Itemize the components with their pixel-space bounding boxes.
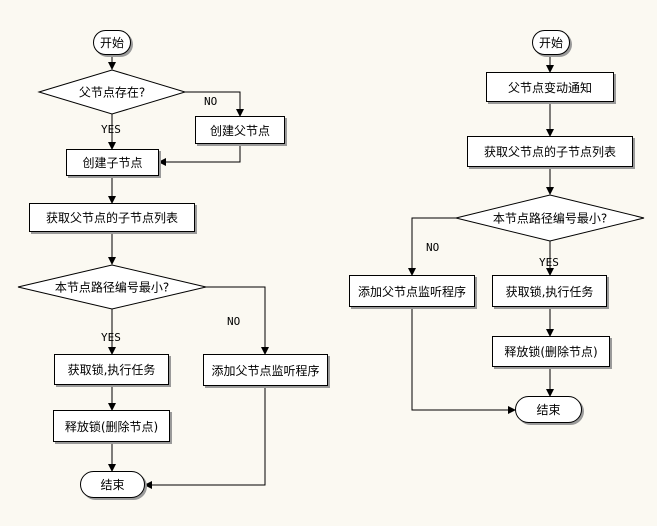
left-start-node: 开始 [93,30,131,55]
left-yes-label-1: YES [101,123,121,136]
left-end-node: 结束 [80,471,145,498]
left-no-label-2: NO [227,315,241,328]
right-end-node: 结束 [515,396,582,423]
left-get-children-node: 获取父节点的子节点列表 [29,203,195,232]
left-release-lock-node: 释放锁(删除节点) [53,410,170,442]
edge-right-add-watcher-to-end [411,307,516,414]
right-release-lock-node: 释放锁(删除节点) [492,336,610,367]
right-no-label: NO [426,241,440,254]
left-create-parent-node: 创建父节点 [195,116,285,144]
left-add-watcher-node: 添加父节点监听程序 [203,354,328,386]
left-decision-smallest-label: 本节点路径编号最小? [54,280,170,295]
right-parent-change-notice-node: 父节点变动通知 [486,72,614,102]
left-decision-parent-exists-label: 父节点存在? [78,85,146,100]
right-yes-label: YES [539,256,559,269]
right-start-node: 开始 [532,30,570,55]
left-no-label-1: NO [204,95,218,108]
edge-right-decision-no-to-add-watcher [408,217,456,276]
right-get-children-node: 获取父节点的子节点列表 [467,136,633,167]
right-add-watcher-node: 添加父节点监听程序 [349,275,475,307]
edge-decision-no-to-create-parent [185,91,244,117]
edge-add-watcher-to-end [144,386,266,489]
edge-decision-no-to-add-watcher [206,286,269,355]
right-lock-execute-node: 获取锁,执行任务 [492,275,607,307]
left-lock-execute-node: 获取锁,执行任务 [54,354,169,385]
edge-create-parent-to-create-child [158,144,241,166]
decision-smallest-right-shape [455,194,645,242]
right-decision-smallest-label: 本节点路径编号最小? [492,211,608,226]
left-yes-label-2: YES [101,331,121,344]
left-create-child-node: 创建子节点 [66,149,159,176]
